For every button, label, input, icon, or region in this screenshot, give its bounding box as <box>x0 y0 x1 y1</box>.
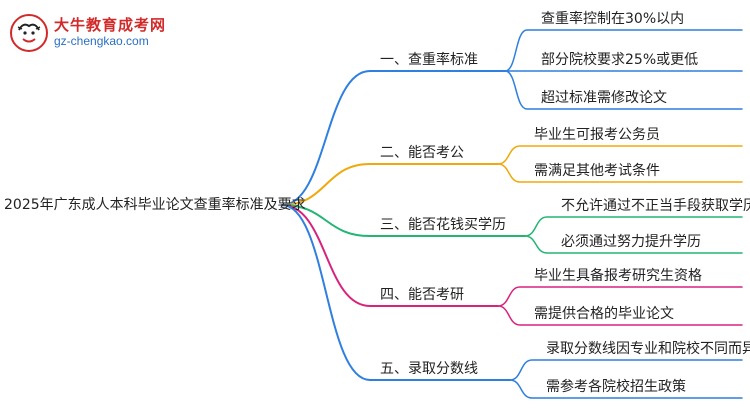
leaf-link <box>497 163 743 183</box>
leaf-node: 不允许通过不正当手段获取学历 <box>561 198 750 214</box>
branch-node: 三、能否花钱买学历 <box>380 217 506 233</box>
branch-node: 二、能否考公 <box>380 145 464 161</box>
branch-link <box>281 204 371 237</box>
leaf-link <box>497 305 743 326</box>
branch-link <box>281 70 371 206</box>
logo-url: gz-chengkao.com <box>54 34 149 48</box>
branch-node: 四、能否考研 <box>380 287 464 303</box>
branch-link <box>281 204 371 307</box>
leaf-node: 需提供合格的毕业论文 <box>534 306 674 322</box>
leaf-link <box>524 216 743 237</box>
site-logo[interactable]: 大牛教育成考网 gz-chengkao.com <box>10 12 180 52</box>
leaf-node: 查重率控制在30%以内 <box>541 11 685 27</box>
leaf-node: 必须通过努力提升学历 <box>561 234 701 250</box>
leaf-link <box>509 359 743 381</box>
leaf-node: 录取分数线因专业和院校不同而异 <box>546 341 750 357</box>
branch-link <box>281 163 371 206</box>
root-node: 2025年广东成人本科毕业论文查重率标准及要求 <box>4 197 306 213</box>
leaf-link <box>497 145 743 165</box>
branch-node: 一、查重率标准 <box>380 52 478 68</box>
leaf-node: 超过标准需修改论文 <box>541 90 667 106</box>
branch-link <box>281 204 371 381</box>
leaf-node: 需参考各院校招生政策 <box>546 379 686 395</box>
leaf-link <box>504 70 743 110</box>
leaf-node: 毕业生具备报考研究生资格 <box>534 268 702 284</box>
leaf-node: 毕业生可报考公务员 <box>534 127 660 143</box>
leaf-link <box>524 235 743 254</box>
leaf-node: 部分院校要求25%或更低 <box>541 52 699 68</box>
ox-mascot-icon <box>10 14 48 52</box>
leaf-node: 需满足其他考试条件 <box>534 163 660 179</box>
leaf-link <box>497 286 743 307</box>
leaf-link <box>504 29 743 72</box>
leaf-link <box>509 379 743 399</box>
branch-node: 五、录取分数线 <box>380 361 478 377</box>
logo-title: 大牛教育成考网 <box>54 16 167 34</box>
